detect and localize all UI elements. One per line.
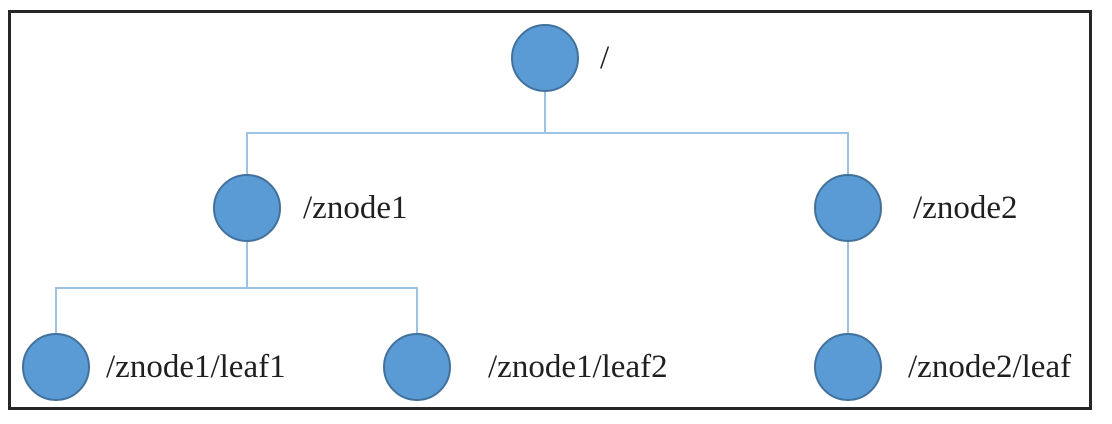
node-label-znode2-leaf: /znode2/leaf xyxy=(908,349,1072,385)
connector-level1-horizontal xyxy=(246,132,849,134)
node-circle-znode2 xyxy=(814,174,882,242)
node-circle-znode1 xyxy=(213,174,281,242)
node-label-znode1-leaf2: /znode1/leaf2 xyxy=(488,349,668,385)
node-circle-znode2-leaf xyxy=(814,333,882,401)
node-circle-znode1-leaf2 xyxy=(383,333,451,401)
connector-root-drop xyxy=(544,91,546,133)
diagram-frame xyxy=(8,10,1092,410)
connector-root-to-znode1 xyxy=(246,132,248,176)
connector-znode2-to-leaf xyxy=(847,241,849,335)
connector-znode1-to-leaf2 xyxy=(416,287,418,335)
node-label-znode2: /znode2 xyxy=(913,190,1018,226)
node-label-znode1-leaf1: /znode1/leaf1 xyxy=(106,349,286,385)
connector-znode1-drop xyxy=(246,241,248,289)
node-circle-znode1-leaf1 xyxy=(22,333,90,401)
connector-level2-horizontal xyxy=(55,287,418,289)
node-circle-root xyxy=(511,24,579,92)
node-label-znode1: /znode1 xyxy=(303,190,408,226)
connector-znode1-to-leaf1 xyxy=(55,287,57,335)
node-label-root: / xyxy=(600,40,610,76)
connector-root-to-znode2 xyxy=(847,132,849,176)
